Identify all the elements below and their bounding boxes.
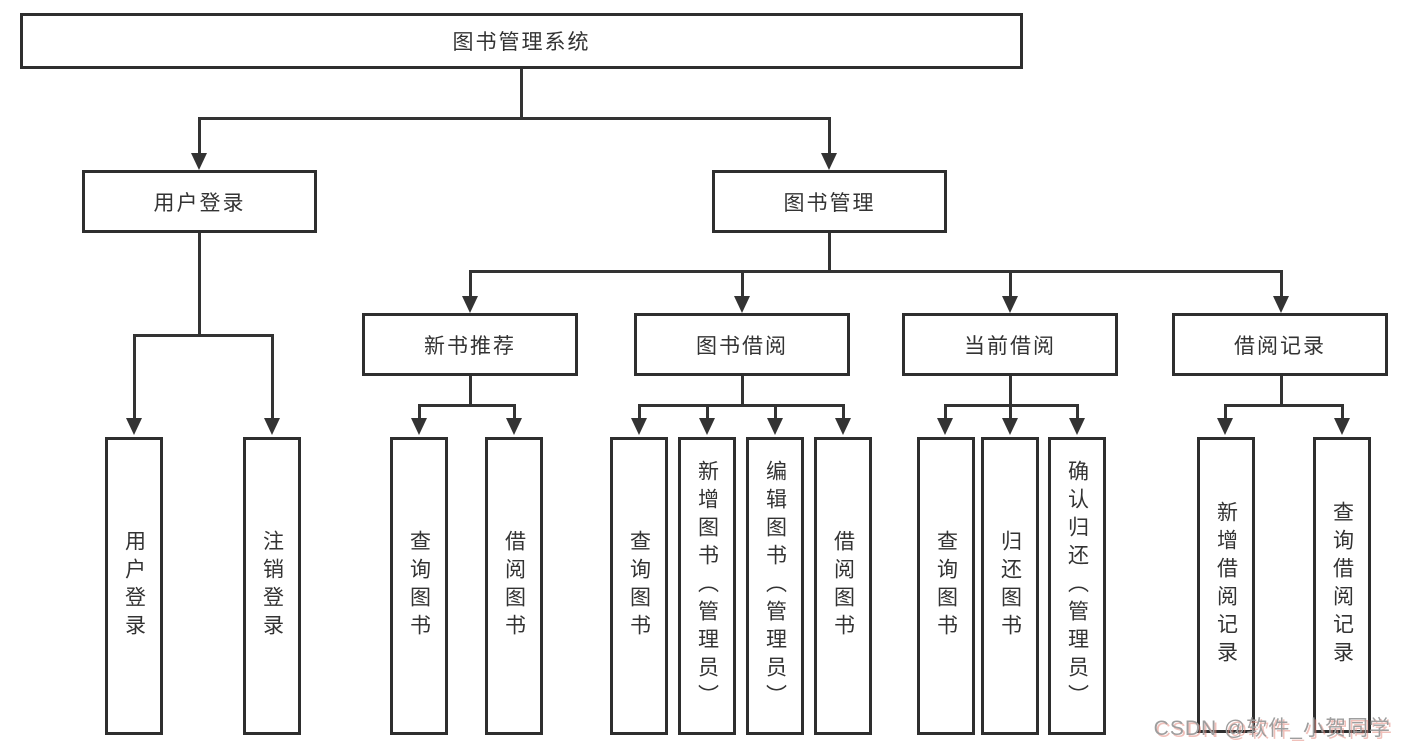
leaf-label: 注销登录: [260, 530, 284, 642]
leaf-query-book-borrow: 查询图书: [610, 437, 668, 735]
leaf-borrow-book: 借阅图书: [814, 437, 872, 735]
connector-line: [1223, 404, 1344, 407]
leaf-add-borrow-record: 新增借阅记录: [1197, 437, 1255, 733]
connector-line: [417, 404, 516, 407]
leaf-label: 查询图书: [627, 530, 651, 642]
arrow-down-icon: [506, 404, 522, 435]
connector-line: [1008, 376, 1012, 406]
leaf-label: 查询借阅记录: [1330, 501, 1354, 669]
leaf-query-borrow-record: 查询借阅记录: [1313, 437, 1371, 733]
leaf-label: 归还图书: [998, 530, 1022, 642]
leaf-label: 新增图书（管理员）: [695, 460, 719, 712]
node-current-borrow: 当前借阅: [902, 313, 1118, 376]
arrow-down-icon: [1217, 404, 1233, 435]
node-book-management: 图书管理: [712, 170, 947, 233]
leaf-user-login: 用户登录: [105, 437, 163, 735]
node-new-book-recommend: 新书推荐: [362, 313, 578, 376]
arrow-down-icon: [734, 270, 750, 313]
leaf-label: 新增借阅记录: [1214, 501, 1238, 669]
arrow-down-icon: [835, 404, 851, 435]
arrow-down-icon: [767, 404, 783, 435]
connector-line: [197, 233, 201, 336]
arrow-down-icon: [1002, 270, 1018, 313]
arrow-down-icon: [1273, 270, 1289, 313]
connector-line: [132, 334, 274, 337]
arrow-down-icon: [126, 334, 142, 435]
leaf-label: 借阅图书: [831, 530, 855, 642]
arrow-down-icon: [264, 334, 280, 435]
arrow-down-icon: [631, 404, 647, 435]
node-borrow-record: 借阅记录: [1172, 313, 1388, 376]
csdn-watermark: CSDN @软件_小贺同学: [1153, 717, 1391, 740]
arrow-down-icon: [462, 270, 478, 313]
connector-line: [519, 69, 523, 119]
leaf-label: 编辑图书（管理员）: [763, 460, 787, 712]
node-root: 图书管理系统: [20, 13, 1023, 69]
connector-line: [740, 376, 744, 406]
leaf-query-book-recommend: 查询图书: [390, 437, 448, 735]
leaf-edit-book-admin: 编辑图书（管理员）: [746, 437, 804, 735]
connector-line: [827, 233, 831, 272]
arrow-down-icon: [699, 404, 715, 435]
leaf-confirm-return-admin: 确认归还（管理员）: [1048, 437, 1106, 735]
leaf-logout: 注销登录: [243, 437, 301, 735]
leaf-label: 查询图书: [934, 530, 958, 642]
arrow-down-icon: [191, 117, 207, 170]
arrow-down-icon: [937, 404, 953, 435]
connector-line: [197, 117, 831, 120]
arrow-down-icon: [1334, 404, 1350, 435]
node-book-borrow: 图书借阅: [634, 313, 850, 376]
leaf-label: 确认归还（管理员）: [1065, 460, 1089, 712]
connector-line: [637, 404, 845, 407]
leaf-label: 查询图书: [407, 530, 431, 642]
connector-line: [468, 376, 472, 406]
leaf-query-book-current: 查询图书: [917, 437, 975, 735]
leaf-borrow-book-recommend: 借阅图书: [485, 437, 543, 735]
arrow-down-icon: [1002, 404, 1018, 435]
arrow-down-icon: [411, 404, 427, 435]
leaf-add-book-admin: 新增图书（管理员）: [678, 437, 736, 735]
connector-line: [1279, 376, 1283, 406]
leaf-label: 借阅图书: [502, 530, 526, 642]
arrow-down-icon: [1069, 404, 1085, 435]
connector-line: [468, 270, 1283, 273]
leaf-label: 用户登录: [122, 530, 146, 642]
arrow-down-icon: [821, 117, 837, 170]
leaf-return-book: 归还图书: [981, 437, 1039, 735]
node-user-login: 用户登录: [82, 170, 317, 233]
